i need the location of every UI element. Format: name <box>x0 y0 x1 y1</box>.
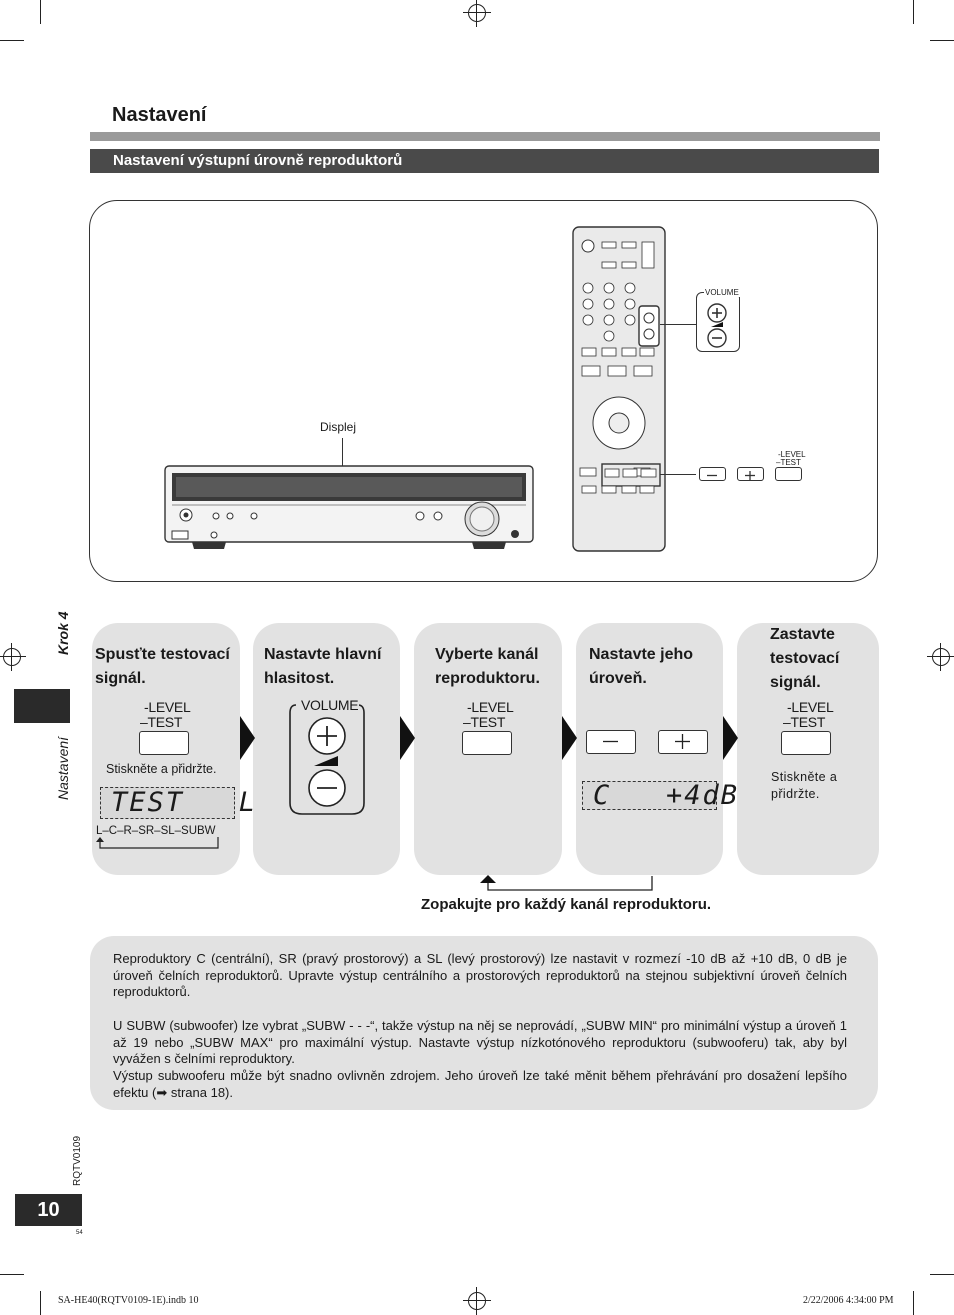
volume-label: VOLUME <box>300 697 360 713</box>
press-hold-note: Stiskněte a přidržte. <box>771 770 838 801</box>
subheading: Nastavení výstupní úrovně reproduktorů <box>90 149 879 173</box>
remote-control-illustration <box>572 226 666 552</box>
level-test-button[interactable] <box>781 731 831 755</box>
test-label: –TEST <box>463 714 506 730</box>
registration-mark-icon <box>463 0 491 27</box>
volume-control-frame <box>289 704 365 815</box>
registration-mark-icon <box>463 1287 491 1315</box>
page-number: 10 <box>15 1194 82 1226</box>
section-title: Nastavení <box>112 104 207 126</box>
receiver-illustration <box>164 465 534 549</box>
level-test-button[interactable] <box>139 731 189 755</box>
step-3-title: Vyberte kanál reproduktoru. <box>435 646 540 687</box>
plus-button[interactable] <box>658 730 708 754</box>
volume-callout-line <box>660 324 696 326</box>
minus-button[interactable] <box>586 730 636 754</box>
crop-mark <box>0 40 24 41</box>
step-arrow-icon <box>723 716 738 760</box>
document-code: RQTV0109 <box>72 1135 83 1186</box>
footer-file-name: SA-HE40(RQTV0109-1E).indb 10 <box>58 1295 199 1306</box>
level-test-button[interactable] <box>462 731 512 755</box>
side-step-label: Krok 4 <box>55 611 71 655</box>
registration-mark-icon <box>0 643 26 671</box>
step-arrow-icon <box>562 716 577 760</box>
repeat-caption: Zopakujte pro každý kanál reproduktoru. <box>421 896 712 913</box>
crop-mark <box>40 0 41 24</box>
volume-up-icon[interactable] <box>306 715 348 757</box>
volume-wedge-icon <box>314 756 338 766</box>
display-label: Displej <box>320 420 357 434</box>
level-label-mini: -LEVEL <box>778 450 806 459</box>
display-pointer-line <box>342 438 344 480</box>
crop-mark <box>0 1274 24 1275</box>
level-test-button-mini <box>775 467 802 481</box>
info-paragraph: Reproduktory C (centrální), SR (pravý pr… <box>113 951 847 1000</box>
test-label-mini: –TEST <box>776 458 801 467</box>
side-tab-marker <box>14 689 70 723</box>
level-callout-line <box>660 474 696 476</box>
step-2-title: Nastavte hlavní hlasitost. <box>264 646 382 687</box>
level-label: -LEVEL <box>144 699 191 715</box>
side-section-label: Nastavení <box>55 736 71 800</box>
volume-callout-label: VOLUME <box>704 288 740 297</box>
minus-button-mini <box>699 467 726 481</box>
plus-button-mini <box>737 467 764 481</box>
crop-mark <box>913 1291 914 1315</box>
level-label: -LEVEL <box>787 699 834 715</box>
repeat-loop-arrow-icon <box>480 875 653 891</box>
crop-mark <box>40 1291 41 1315</box>
info-box <box>90 936 878 1110</box>
info-paragraph: U SUBW (subwoofer) lze vybrat „SUBW - - … <box>113 1018 847 1067</box>
step-1-title: Spusťte testovací signál. <box>95 646 230 687</box>
test-label: –TEST <box>783 714 826 730</box>
crop-mark <box>930 1274 954 1275</box>
level-label: -LEVEL <box>467 699 514 715</box>
print-number: 54 <box>76 1230 83 1236</box>
volume-down-icon[interactable] <box>306 767 348 809</box>
info-paragraph: Výstup subwooferu může být snadno ovlivn… <box>113 1068 847 1100</box>
step-arrow-icon <box>240 716 255 760</box>
press-hold-note: Stiskněte a přidržte. <box>106 762 217 776</box>
step-arrow-icon <box>400 716 415 760</box>
step-4-title: Nastavte jeho úroveň. <box>589 646 694 687</box>
step-5-title: Zastavte testovací signál. <box>770 626 840 691</box>
test-label: –TEST <box>140 714 183 730</box>
channel-sequence: L–C–R–SR–SL–SUBW <box>96 825 216 837</box>
crop-mark <box>930 40 954 41</box>
header-rule <box>90 132 880 141</box>
registration-mark-icon <box>927 643 954 671</box>
illustration-frame <box>89 200 878 582</box>
crop-mark <box>913 0 914 24</box>
sequence-loop-arrow-icon <box>96 837 219 849</box>
volume-callout-box <box>696 292 740 352</box>
footer-date: 2/22/2006 4:34:00 PM <box>803 1295 894 1306</box>
lcd-display: TEST L <box>100 787 255 819</box>
lcd-display: C +4dB <box>582 781 737 810</box>
